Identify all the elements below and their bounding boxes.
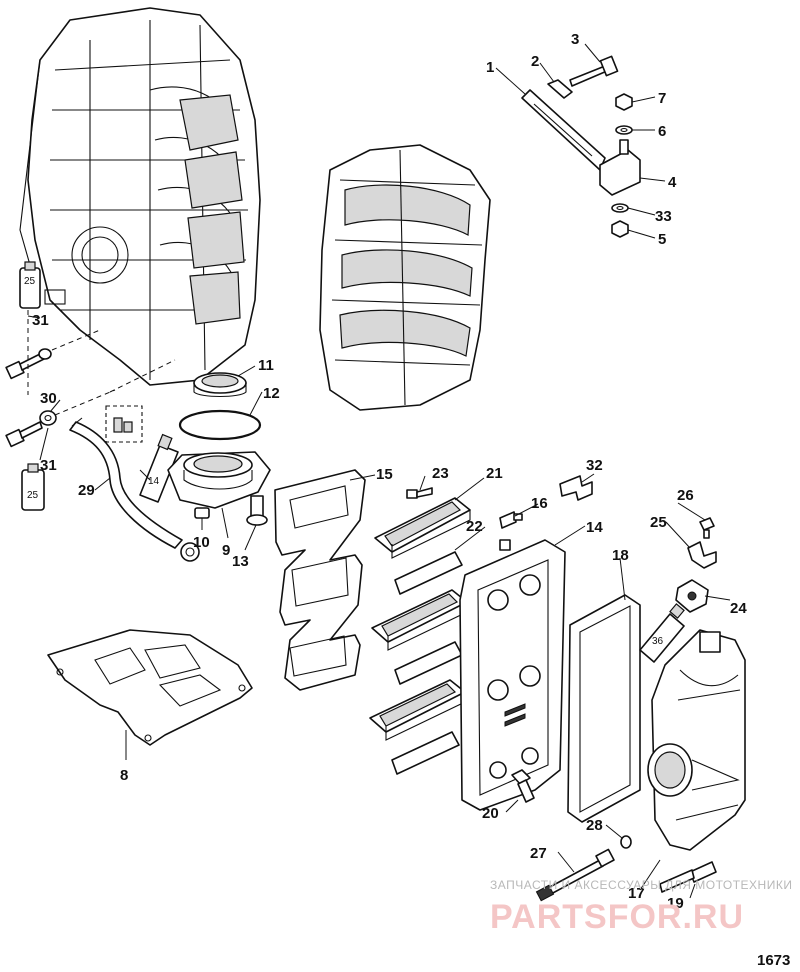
callout-27: 27	[530, 845, 547, 862]
silencer-17[interactable]	[647, 629, 746, 851]
screw-23[interactable]	[406, 487, 433, 499]
callout-22: 22	[466, 518, 483, 535]
intake-manifold-14[interactable]	[459, 539, 566, 811]
bracket-4[interactable]	[599, 139, 641, 196]
callout-18: 18	[612, 547, 629, 564]
callout-19: 19	[667, 895, 684, 912]
callout-24: 24	[730, 600, 747, 617]
cylinder-block[interactable]	[19, 7, 261, 386]
nut-7[interactable]	[615, 93, 633, 111]
clip-25[interactable]	[687, 541, 717, 569]
callout-15: 15	[376, 466, 393, 483]
callout-32: 32	[586, 457, 603, 474]
plug-10[interactable]	[194, 507, 210, 519]
sealant-tube-36[interactable]: 36	[639, 603, 685, 663]
washer-33[interactable]	[611, 203, 629, 213]
callout-labels: 1 2 3 4 5 6 7 8 9 10 11 12 13 14 15 16 1…	[32, 31, 747, 912]
washer-6[interactable]	[615, 125, 633, 135]
callout-21: 21	[486, 465, 503, 482]
callout-33: 33	[655, 208, 672, 225]
callout-11: 11	[258, 357, 274, 374]
detail-inset	[105, 405, 143, 443]
callout-25: 25	[650, 514, 667, 531]
bolt-19[interactable]	[659, 861, 717, 893]
sealant-tube-25-bottom[interactable]: 25	[21, 463, 45, 511]
callout-12: 12	[263, 385, 280, 402]
callout-8: 8	[120, 767, 128, 784]
tube-label: 25	[24, 276, 36, 287]
callout-9: 9	[222, 542, 230, 559]
bolt-20[interactable]	[511, 769, 535, 803]
bracket-32[interactable]	[559, 475, 593, 501]
callout-16: 16	[531, 495, 548, 512]
reed-block-21-mid[interactable]	[371, 589, 468, 651]
tube-label: 25	[27, 490, 39, 501]
fitting-13[interactable]	[246, 495, 268, 526]
callout-7: 7	[658, 90, 666, 107]
reed-block-21-bottom[interactable]	[369, 679, 466, 741]
callout-31-lower: 31	[40, 457, 57, 474]
callout-28: 28	[586, 817, 603, 834]
callout-6: 6	[658, 123, 666, 140]
callout-31-upper: 31	[32, 312, 49, 329]
tube-label: 14	[148, 476, 160, 487]
sensor-24[interactable]	[675, 579, 709, 613]
watermark: ЗАПЧАСТИ И АКСЕССУАРЫ ДЛЯ МОТОТЕХНИКИ PA…	[490, 878, 792, 936]
reed-gasket-22-top[interactable]	[394, 551, 463, 595]
gasket-18[interactable]	[567, 594, 641, 823]
callout-14: 14	[586, 519, 603, 536]
o-ring-12[interactable]	[178, 409, 262, 441]
bolt-3[interactable]	[569, 55, 619, 87]
hose-29[interactable]	[69, 417, 200, 562]
watermark-line1: ЗАПЧАСТИ И АКСЕССУАРЫ ДЛЯ МОТОТЕХНИКИ	[490, 878, 792, 892]
gasket-8[interactable]	[47, 629, 253, 746]
reed-block-21-top[interactable]	[374, 497, 471, 559]
figure-number: 1673	[757, 952, 790, 969]
sealant-tube-14[interactable]: 14	[139, 433, 179, 503]
adapter-plate-9[interactable]	[167, 451, 271, 509]
watermark-logo: PARTSFOR.RU	[490, 898, 744, 936]
tube-label: 36	[652, 636, 664, 647]
callout-23: 23	[432, 465, 449, 482]
reed-gasket-22-bottom[interactable]	[391, 731, 460, 775]
temperature-sensor-27[interactable]	[535, 848, 615, 902]
callout-17: 17	[628, 885, 645, 902]
callout-10: 10	[193, 534, 210, 551]
o-ring-28[interactable]	[620, 835, 632, 849]
callout-3: 3	[571, 31, 579, 48]
callout-20: 20	[482, 805, 499, 822]
bolt-31-lower[interactable]	[5, 421, 43, 448]
callout-26: 26	[677, 487, 694, 504]
clip-2[interactable]	[547, 79, 573, 99]
callout-4: 4	[668, 174, 677, 191]
transfer-cover-casting[interactable]	[319, 144, 491, 411]
callout-5: 5	[658, 231, 666, 248]
nut-5[interactable]	[611, 220, 629, 238]
screw-26[interactable]	[699, 517, 715, 539]
callout-29: 29	[78, 482, 95, 499]
oil-seal-11[interactable]	[193, 372, 247, 398]
gasket-15[interactable]	[274, 469, 366, 691]
callout-13: 13	[232, 553, 249, 570]
callout-2: 2	[531, 53, 539, 70]
sealant-tube-25-top[interactable]: 25	[19, 261, 41, 309]
reed-gasket-22-mid[interactable]	[394, 641, 463, 685]
callout-30: 30	[40, 390, 57, 407]
leader-lines	[27, 43, 731, 899]
washer-31-upper[interactable]	[38, 348, 52, 360]
washer-30[interactable]	[39, 410, 57, 426]
stud-bracket-1[interactable]	[521, 89, 606, 171]
callout-1: 1	[486, 59, 494, 76]
